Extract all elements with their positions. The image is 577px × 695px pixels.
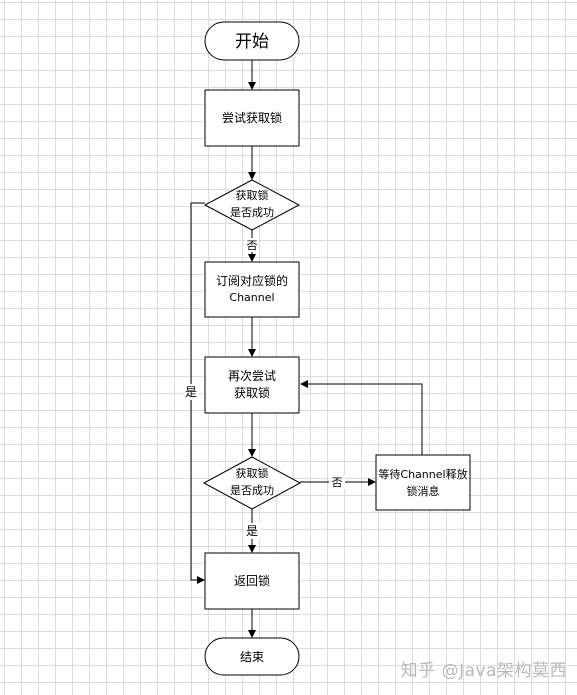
start-node: 开始: [204, 21, 300, 61]
arrowhead: [248, 82, 256, 90]
edge-labels: 否 是 否 是: [183, 238, 345, 539]
arrowhead: [300, 380, 308, 388]
arrowhead: [368, 478, 376, 486]
arrowhead: [248, 545, 256, 553]
wait-label-line2: 锁消息: [407, 484, 440, 498]
arrowhead: [197, 576, 205, 584]
subscribe-label-line2: Channel: [229, 291, 274, 304]
arrowhead: [248, 172, 256, 180]
return-lock-label: 返回锁: [234, 573, 270, 588]
edge-label-check1-yes: 是: [185, 385, 197, 399]
wait-node: 等待Channel释放 锁消息: [375, 454, 471, 511]
subscribe-node: 订阅对应锁的 Channel: [204, 261, 300, 318]
arrowhead: [248, 349, 256, 357]
edges: [190, 60, 423, 638]
arrowhead: [248, 254, 256, 262]
check2-label-line1: 获取锁: [236, 466, 269, 480]
arrowhead: [248, 630, 256, 638]
check1-label-line1: 获取锁: [236, 188, 269, 202]
end-label: 结束: [240, 650, 264, 664]
check2-decision: 获取锁 是否成功: [202, 456, 302, 510]
try-lock-node: 尝试获取锁: [204, 89, 300, 147]
edge-label-check1-no: 否: [247, 239, 258, 252]
end-node: 结束: [204, 637, 300, 676]
edge-label-check2-no: 否: [332, 476, 343, 489]
arrowhead: [248, 449, 256, 457]
wait-label-line1: 等待Channel释放: [378, 467, 467, 481]
subscribe-label-line1: 订阅对应锁的: [216, 273, 288, 288]
edge-wait-to-retry: [308, 383, 423, 455]
check1-decision: 获取锁 是否成功: [203, 179, 301, 231]
watermark: 知乎 @Java架构莫西: [400, 661, 567, 681]
retry-label-line2: 获取锁: [234, 385, 270, 400]
edge-label-check2-yes: 是: [246, 524, 258, 538]
check1-label-line2: 是否成功: [230, 206, 274, 219]
return-lock-node: 返回锁: [204, 552, 300, 610]
check2-label-line2: 是否成功: [230, 484, 274, 497]
try-lock-label: 尝试获取锁: [222, 110, 282, 125]
start-label: 开始: [235, 32, 269, 52]
retry-node: 再次尝试 获取锁: [204, 356, 300, 414]
retry-label-line1: 再次尝试: [228, 368, 276, 383]
